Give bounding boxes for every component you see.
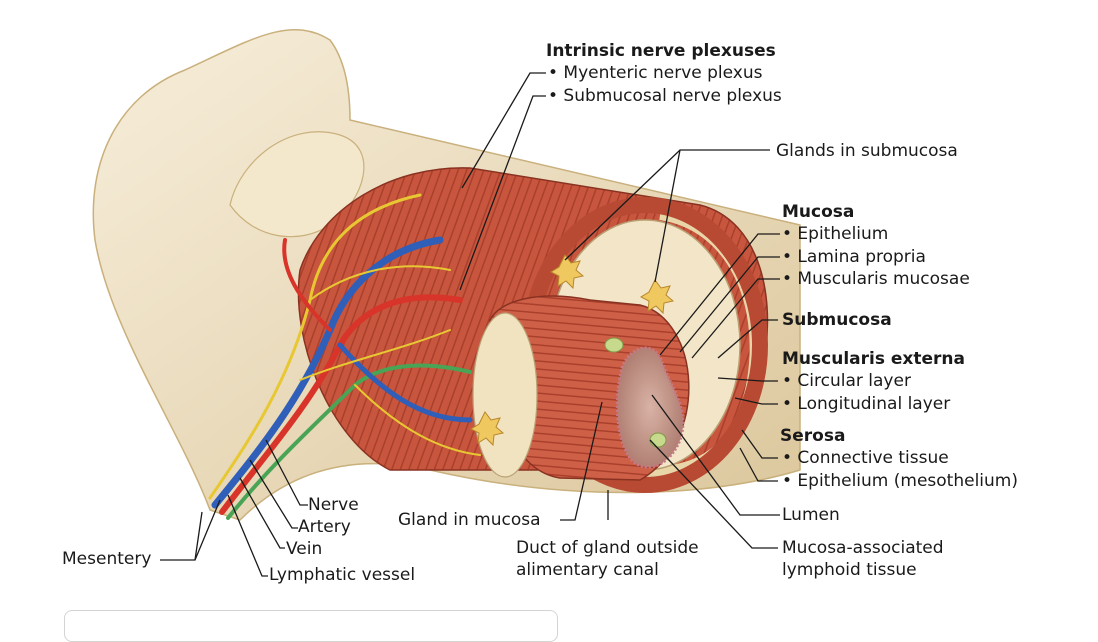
- submucosal-glands: [469, 254, 675, 447]
- label-submucosal-plexus: • Submucosal nerve plexus: [548, 86, 782, 106]
- label-myenteric-plexus: • Myenteric nerve plexus: [548, 63, 763, 83]
- label-vein: Vein: [286, 539, 323, 559]
- label-lymphatic-vessel: Lymphatic vessel: [269, 565, 416, 585]
- label-malt-line1: Mucosa-associated: [782, 538, 944, 558]
- label-epithelium-mesothelium: • Epithelium (mesothelium): [782, 471, 1018, 491]
- label-longitudinal-layer: • Longitudinal layer: [782, 394, 951, 414]
- label-duct-line2: alimentary canal: [516, 560, 659, 580]
- label-nerve: Nerve: [308, 495, 359, 515]
- label-duct-line1: Duct of gland outside: [516, 538, 699, 558]
- alimentary-canal-wall-illustration: [92, 29, 801, 577]
- label-submucosa: Submucosa: [782, 310, 892, 330]
- label-circular-layer: • Circular layer: [782, 371, 911, 391]
- serosa-fold: [229, 131, 365, 238]
- label-connective-tissue: • Connective tissue: [782, 448, 949, 468]
- label-serosa: Serosa: [780, 426, 846, 446]
- lumen: [615, 346, 685, 469]
- vessel-bundle: [208, 193, 481, 520]
- label-lumen: Lumen: [782, 505, 840, 525]
- submucosa-cross-section: [472, 312, 538, 478]
- label-gland-in-mucosa: Gland in mucosa: [398, 510, 541, 530]
- label-glands-in-submucosa: Glands in submucosa: [776, 141, 958, 161]
- label-artery: Artery: [298, 517, 351, 537]
- label-muscularis-mucosae: • Muscularis mucosae: [782, 269, 970, 289]
- label-mucosa: Mucosa: [782, 202, 855, 222]
- leader-lines: [160, 72, 780, 577]
- label-mesentery: Mesentery: [62, 549, 152, 569]
- label-intrinsic-nerve-plexuses: Intrinsic nerve plexuses: [546, 41, 776, 61]
- label-muscularis-externa: Muscularis externa: [782, 349, 965, 369]
- label-lamina-propria: • Lamina propria: [782, 247, 926, 267]
- label-malt-line2: lymphoid tissue: [782, 560, 917, 580]
- label-epithelium: • Epithelium: [782, 224, 889, 244]
- bottom-panel: [64, 610, 558, 642]
